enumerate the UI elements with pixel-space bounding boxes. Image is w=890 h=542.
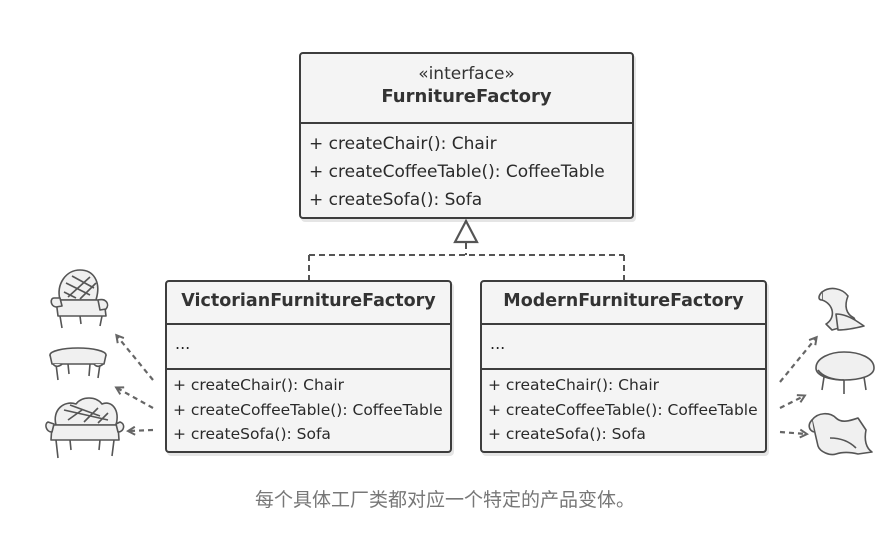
victorian-chair-icon	[50, 269, 109, 329]
victorian-class-name: VictorianFurnitureFactory	[181, 291, 436, 311]
arrow-to-victorian-chair	[117, 336, 154, 381]
victorian-class-header: VictorianFurnitureFactory	[167, 282, 450, 323]
arrow-to-modern-sofa	[779, 432, 806, 434]
modern-product-arrows	[779, 338, 816, 434]
arrow-to-victorian-table	[117, 388, 154, 409]
modern-sofa-icon	[808, 412, 873, 456]
arrow-to-modern-chair	[779, 338, 816, 383]
victorian-method: + createSofa(): Sofa	[173, 425, 331, 443]
interface-header: «interface» FurnitureFactory	[301, 54, 632, 122]
victorian-furniture-factory-class: VictorianFurnitureFactory ... + createCh…	[165, 280, 452, 453]
realization-connector	[308, 243, 625, 282]
modern-class-header: ModernFurnitureFactory	[482, 282, 765, 323]
modern-chair-icon	[818, 287, 865, 331]
interface-name: FurnitureFactory	[381, 86, 552, 107]
interface-method: + createCoffeeTable(): CoffeeTable	[309, 162, 605, 182]
interface-stereotype: «interface»	[418, 64, 515, 84]
victorian-method: + createChair(): Chair	[173, 376, 345, 394]
arrow-to-modern-table	[779, 396, 804, 409]
modern-furniture-factory-class: ModernFurnitureFactory ... + createChair…	[480, 280, 767, 453]
modern-method: + createCoffeeTable(): CoffeeTable	[488, 400, 758, 419]
modern-coffee-table-icon	[815, 351, 875, 394]
victorian-coffee-table-icon	[49, 347, 107, 381]
interface-method: + createChair(): Chair	[309, 134, 497, 154]
interface-method: + createSofa(): Sofa	[309, 190, 483, 210]
modern-method: + createSofa(): Sofa	[488, 425, 646, 443]
realization-arrowhead	[453, 218, 479, 244]
modern-attributes: ...	[482, 323, 765, 368]
victorian-sofa-icon	[45, 397, 125, 459]
interface-methods: + createChair(): Chair + createCoffeeTab…	[301, 122, 632, 214]
victorian-methods: + createChair(): Chair + createCoffeeTab…	[167, 368, 450, 447]
modern-methods: + createChair(): Chair + createCoffeeTab…	[482, 368, 765, 447]
modern-class-name: ModernFurnitureFactory	[503, 291, 744, 311]
victorian-attributes: ...	[167, 323, 450, 368]
diagram-caption: 每个具体工厂类都对应一个特定的产品变体。	[254, 489, 635, 511]
modern-method: + createChair(): Chair	[488, 376, 660, 394]
furniture-factory-interface: «interface» FurnitureFactory + createCha…	[299, 52, 634, 219]
victorian-method: + createCoffeeTable(): CoffeeTable	[173, 400, 443, 419]
arrow-to-victorian-sofa	[129, 430, 154, 431]
victorian-product-arrows	[117, 336, 154, 431]
